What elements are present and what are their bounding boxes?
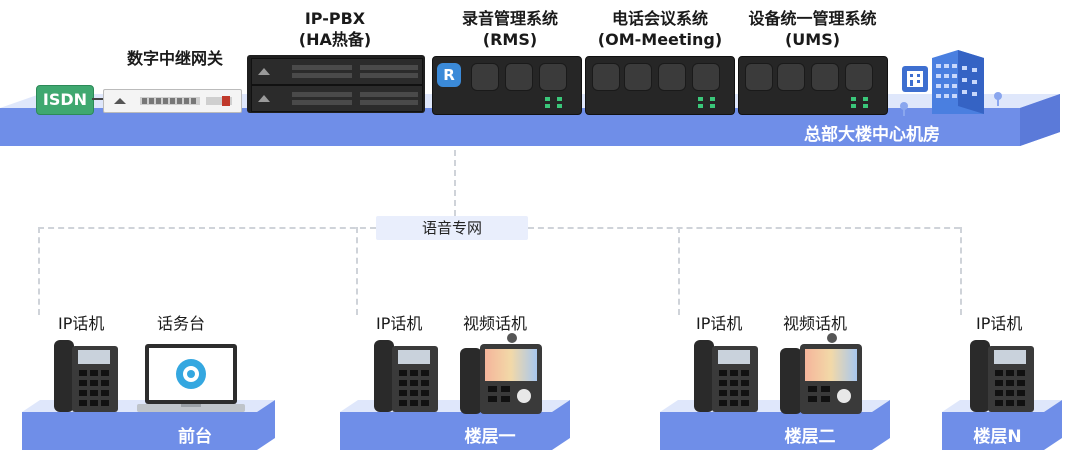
server-bay (658, 63, 686, 91)
status-led (710, 97, 715, 101)
isdn-badge: ISDN (36, 85, 94, 115)
status-led (545, 104, 550, 108)
pbx-title-line2: (HA热备) (298, 30, 372, 49)
floor-label-frontdesk: 前台 (178, 427, 212, 447)
status-led (698, 104, 703, 108)
rms-server: R (432, 56, 582, 115)
network-drop-floor1 (356, 227, 358, 315)
network-line-right (528, 227, 960, 229)
server-bay (505, 63, 533, 91)
video-phone-icon (460, 333, 542, 414)
video-phone-icon (780, 333, 862, 414)
ip-phone-icon (54, 340, 118, 412)
status-led (698, 97, 703, 101)
pbx-unit-icon (258, 92, 418, 105)
status-led (863, 97, 868, 101)
building-icon (900, 50, 1002, 116)
server-bay (471, 63, 499, 91)
rms-title-line2: (RMS) (482, 30, 538, 49)
floor-label-floor1: 楼层一 (464, 427, 516, 447)
ums-title-line2: (UMS) (784, 30, 841, 49)
status-led (557, 104, 562, 108)
ip-phone-icon (374, 340, 438, 412)
voice-network-label: 语音专网 (376, 216, 528, 240)
device-label-video-phone: 视频话机 (463, 314, 528, 333)
network-uplink (454, 150, 456, 216)
trunk-gateway-device (103, 89, 242, 113)
om-title-line2: (OM-Meeting) (597, 30, 723, 49)
network-line-left (38, 227, 376, 229)
status-led (710, 104, 715, 108)
floor-label-floor2: 楼层二 (784, 427, 836, 447)
server-bay (745, 63, 773, 91)
device-label-ip-phone: IP话机 (696, 314, 743, 333)
server-bay (692, 63, 720, 91)
ums-title-line1: 设备统一管理系统 (748, 9, 877, 28)
server-bay (539, 63, 567, 91)
ip-phone-icon (694, 340, 758, 412)
server-bay (845, 63, 873, 91)
status-led (545, 97, 550, 101)
server-bay (592, 63, 620, 91)
gateway-ports-icon (114, 96, 232, 106)
status-led (851, 97, 856, 101)
ums-server (738, 56, 888, 115)
pbx-unit-standby (251, 85, 423, 112)
device-label-console: 话务台 (157, 314, 206, 333)
rms-title-line1: 录音管理系统 (461, 9, 558, 28)
server-bay (811, 63, 839, 91)
isdn-link (92, 98, 104, 100)
gateway-title: 数字中继网关 (126, 49, 223, 68)
device-label-ip-phone: IP话机 (376, 314, 423, 333)
device-label-ip-phone: IP话机 (976, 314, 1023, 333)
status-led (851, 104, 856, 108)
laptop-console-icon (137, 344, 245, 412)
om-meeting-server (585, 56, 735, 115)
device-label-ip-phone: IP话机 (58, 314, 105, 333)
ip-pbx-device (247, 55, 425, 113)
server-bay (777, 63, 805, 91)
server-bay (624, 63, 652, 91)
rms-logo-icon: R (437, 63, 461, 87)
pbx-unit-icon (258, 65, 418, 78)
floor-label-floorN: 楼层N (973, 427, 1022, 447)
hq-label: 总部大楼中心机房 (804, 125, 940, 145)
network-drop-floor2 (678, 227, 680, 315)
status-led (557, 97, 562, 101)
status-led (863, 104, 868, 108)
pbx-title-line1: IP-PBX (304, 9, 366, 28)
device-label-video-phone: 视频话机 (783, 314, 848, 333)
om-title-line1: 电话会议系统 (611, 9, 708, 28)
pbx-unit-primary (251, 58, 423, 85)
network-drop-floorN (960, 227, 962, 315)
network-drop-frontdesk (38, 227, 40, 315)
ip-phone-icon (970, 340, 1034, 412)
